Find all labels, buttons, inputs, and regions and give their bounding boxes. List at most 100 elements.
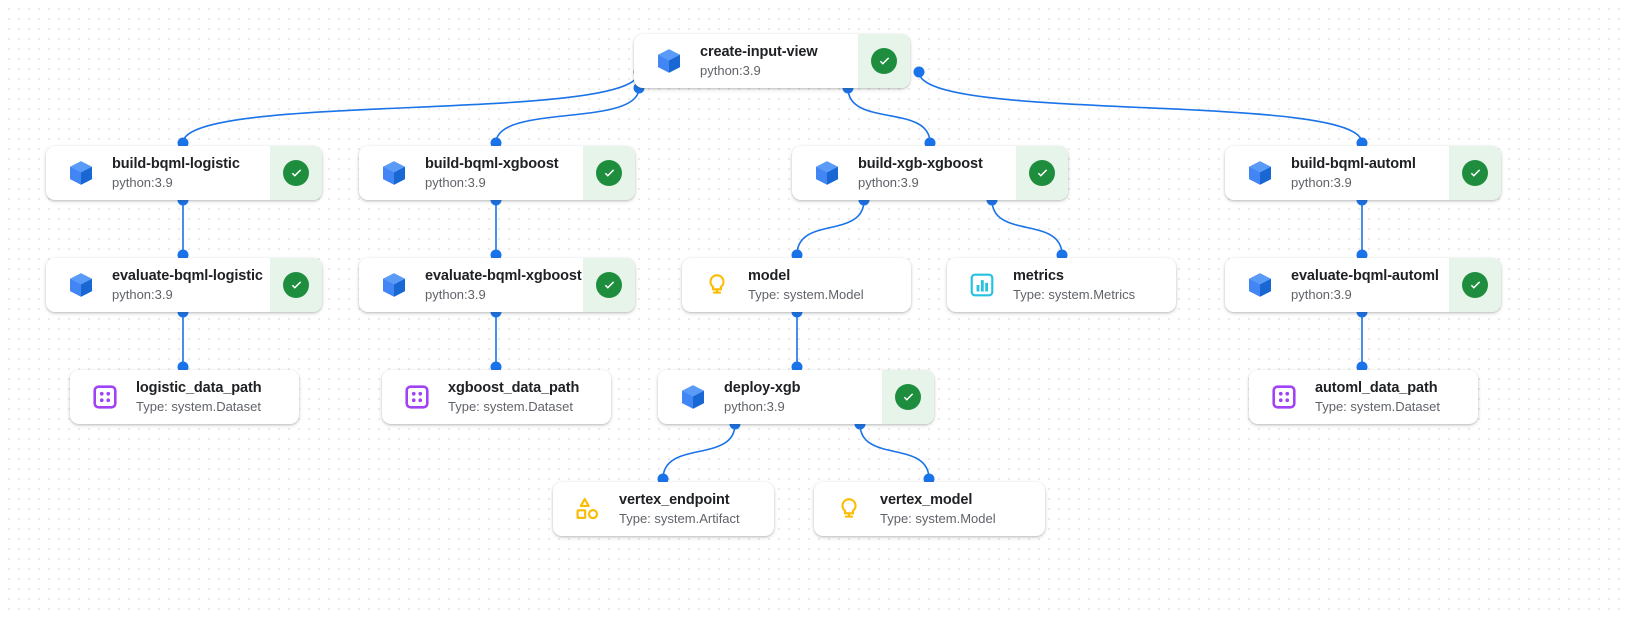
check-circle-icon bbox=[871, 48, 897, 74]
node-subtitle: python:3.9 bbox=[112, 287, 173, 302]
node-subtitle: python:3.9 bbox=[858, 175, 919, 190]
node-status-panel bbox=[270, 146, 322, 200]
dag-node-evaluate-bqml-xgboost[interactable]: evaluate-bqml-xgboost python:3.9 bbox=[359, 258, 635, 312]
dag-edge bbox=[182, 71, 640, 144]
check-circle-icon bbox=[1029, 160, 1055, 186]
dag-edge bbox=[859, 423, 930, 480]
node-status-panel bbox=[270, 258, 322, 312]
node-subtitle: Type: system.Dataset bbox=[448, 399, 573, 414]
dag-node-build-xgb-xgboost[interactable]: build-xgb-xgboost python:3.9 bbox=[792, 146, 1068, 200]
check-circle-icon bbox=[1462, 272, 1488, 298]
check-circle-icon bbox=[283, 160, 309, 186]
model-bulb-icon bbox=[702, 270, 732, 300]
node-subtitle: Type: system.Dataset bbox=[136, 399, 261, 414]
node-text: build-bqml-xgboost python:3.9 bbox=[425, 155, 559, 191]
cube-icon bbox=[66, 158, 96, 188]
node-title: build-xgb-xgboost bbox=[858, 156, 983, 172]
node-status-panel bbox=[1016, 146, 1068, 200]
dataset-grid-icon bbox=[90, 382, 120, 412]
node-title: evaluate-bqml-xgboost bbox=[425, 268, 582, 284]
check-circle-icon bbox=[596, 160, 622, 186]
node-title: metrics bbox=[1013, 268, 1064, 284]
node-title: xgboost_data_path bbox=[448, 380, 580, 396]
node-subtitle: python:3.9 bbox=[425, 175, 486, 190]
node-title: build-bqml-xgboost bbox=[425, 156, 559, 172]
dataset-grid-icon bbox=[1269, 382, 1299, 412]
node-body: create-input-view python:3.9 bbox=[634, 34, 858, 88]
node-body: evaluate-bqml-xgboost python:3.9 bbox=[359, 258, 583, 312]
node-status-panel bbox=[1449, 258, 1501, 312]
node-title: build-bqml-logistic bbox=[112, 156, 240, 172]
node-subtitle: python:3.9 bbox=[112, 175, 173, 190]
node-title: vertex_model bbox=[880, 492, 973, 508]
node-subtitle: python:3.9 bbox=[1291, 175, 1352, 190]
metrics-bar-icon bbox=[967, 270, 997, 300]
node-body: build-bqml-xgboost python:3.9 bbox=[359, 146, 583, 200]
node-text: evaluate-bqml-xgboost python:3.9 bbox=[425, 267, 582, 303]
dag-node-create-input-view[interactable]: create-input-view python:3.9 bbox=[634, 34, 910, 88]
node-status-panel bbox=[858, 34, 910, 88]
dag-node-build-bqml-xgboost[interactable]: build-bqml-xgboost python:3.9 bbox=[359, 146, 635, 200]
cube-icon bbox=[654, 46, 684, 76]
node-subtitle: Type: system.Metrics bbox=[1013, 287, 1136, 302]
node-status-panel bbox=[583, 146, 635, 200]
dag-edge bbox=[991, 199, 1063, 256]
node-subtitle: Type: system.Artifact bbox=[619, 511, 740, 526]
node-subtitle: Type: system.Model bbox=[880, 511, 996, 526]
node-text: build-xgb-xgboost python:3.9 bbox=[858, 155, 983, 191]
artifact-shapes-icon bbox=[573, 494, 603, 524]
model-bulb-icon bbox=[834, 494, 864, 524]
node-subtitle: python:3.9 bbox=[425, 287, 486, 302]
check-circle-icon bbox=[1462, 160, 1488, 186]
node-body: build-bqml-logistic python:3.9 bbox=[46, 146, 270, 200]
dag-edge bbox=[918, 71, 1363, 144]
node-title: automl_data_path bbox=[1315, 380, 1438, 396]
edge-port bbox=[913, 66, 925, 78]
cube-icon bbox=[678, 382, 708, 412]
node-title: create-input-view bbox=[700, 44, 818, 60]
node-title: evaluate-bqml-automl bbox=[1291, 268, 1439, 284]
node-body: build-xgb-xgboost python:3.9 bbox=[792, 146, 1016, 200]
dag-edge bbox=[495, 87, 640, 144]
node-subtitle: python:3.9 bbox=[724, 399, 785, 414]
node-status-panel bbox=[583, 258, 635, 312]
node-title: logistic_data_path bbox=[136, 380, 262, 396]
node-title: model bbox=[748, 268, 791, 284]
cube-icon bbox=[812, 158, 842, 188]
node-subtitle: python:3.9 bbox=[700, 63, 761, 78]
dag-edge bbox=[796, 199, 865, 256]
cube-icon bbox=[379, 158, 409, 188]
dataset-grid-icon bbox=[402, 382, 432, 412]
dag-node-build-bqml-logistic[interactable]: build-bqml-logistic python:3.9 bbox=[46, 146, 322, 200]
cube-icon bbox=[379, 270, 409, 300]
cube-icon bbox=[1245, 270, 1275, 300]
